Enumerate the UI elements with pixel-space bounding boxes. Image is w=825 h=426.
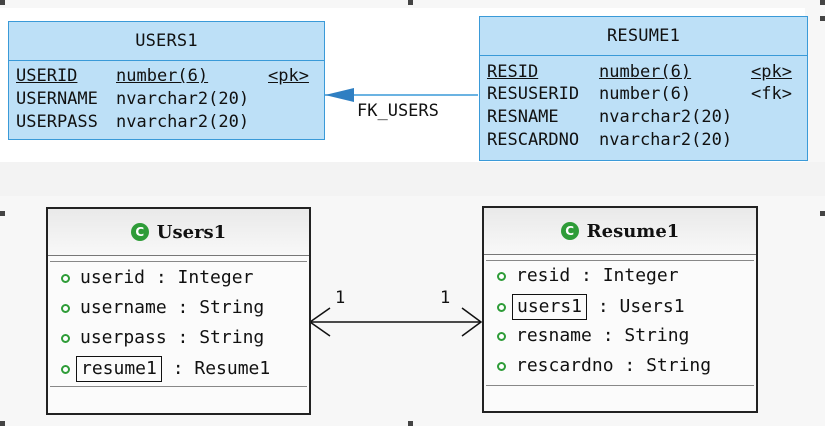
attr-sep: : — [145, 267, 178, 288]
field-icon — [497, 331, 506, 341]
er-resume1-col-name: RESUSERID — [487, 84, 580, 104]
er-table-users1-title: USERS1 — [9, 22, 324, 61]
edge-mark — [408, 0, 413, 5]
attr-type: Integer — [602, 265, 679, 286]
edge-mark — [0, 211, 5, 216]
er-resume1-col-type: number(6) — [599, 84, 692, 104]
attr-sep: : — [166, 327, 200, 348]
attr-name: userid — [80, 267, 146, 288]
attr-name: rescardno — [516, 355, 614, 376]
field-icon — [61, 303, 70, 313]
class-icon: C — [560, 222, 579, 240]
uml-class-users1-header: C Users1 — [48, 209, 309, 256]
edge-mark — [408, 421, 413, 426]
class-icon: C — [130, 223, 149, 241]
attr-type: String — [646, 355, 712, 376]
er-resume1-col-type: nvarchar2(20) — [599, 107, 733, 127]
er-table-users1[interactable]: USERS1 USERID number(6) <pk> USERNAME nv… — [8, 21, 325, 140]
fk-label: FK_USERS — [357, 101, 439, 121]
edge-mark — [0, 421, 5, 426]
multiplicity-left: 1 — [335, 288, 346, 308]
uml-attribute: userpass : String — [61, 326, 264, 350]
uml-separator — [50, 261, 307, 262]
er-resume1-col-key: <fk> — [751, 84, 792, 104]
multiplicity-right: 1 — [440, 288, 451, 308]
er-users1-col-name: USERNAME — [16, 89, 98, 109]
attr-sep: : — [613, 355, 647, 376]
field-icon — [61, 273, 70, 283]
attr-type: String — [624, 325, 690, 346]
er-resume1-col-type: nvarchar2(20) — [599, 130, 733, 150]
uml-attribute: resid : Integer — [497, 264, 679, 288]
er-users1-col-name: USERID — [16, 66, 78, 86]
er-resume1-col-key: <pk> — [751, 62, 792, 82]
uml-separator — [50, 386, 307, 387]
field-icon — [497, 302, 506, 312]
uml-attribute: resume1 : Resume1 — [61, 356, 270, 382]
uml-attribute: resname : String — [497, 324, 689, 348]
attr-name: resname — [516, 325, 592, 346]
edge-mark — [0, 0, 5, 5]
attr-sep: : — [166, 297, 200, 318]
er-table-resume1[interactable]: RESUME1 RESID number(6) <pk> RESUSERID n… — [479, 16, 808, 161]
edge-mark — [820, 0, 825, 5]
uml-class-users1[interactable]: C Users1 userid : Integer username : Str… — [46, 207, 311, 415]
association-arrow-right — [461, 307, 483, 337]
field-icon — [61, 364, 70, 374]
fk-arrowhead — [325, 88, 354, 102]
attr-type: String — [199, 297, 265, 318]
field-icon — [61, 333, 70, 343]
attr-name-highlighted: resume1 — [76, 356, 162, 382]
er-resume1-col-type: number(6) — [599, 62, 692, 82]
edge-mark — [820, 211, 825, 216]
attr-name: username — [80, 297, 167, 318]
attr-name: userpass — [80, 327, 167, 348]
attr-sep: : — [570, 265, 603, 286]
uml-class-resume1-header: C Resume1 — [484, 208, 756, 255]
attr-sep: : — [591, 325, 625, 346]
er-users1-col-key: <pk> — [268, 66, 309, 86]
uml-class-resume1-title: Resume1 — [586, 220, 680, 242]
uml-attribute: username : String — [61, 296, 264, 320]
attr-name-highlighted: users1 — [512, 294, 588, 320]
field-icon — [497, 271, 506, 281]
attr-type: Resume1 — [194, 358, 271, 379]
edge-mark — [820, 16, 825, 21]
er-users1-col-type: nvarchar2(20) — [116, 89, 250, 109]
uml-attribute: users1 : Users1 — [497, 294, 685, 320]
attr-sep: : — [161, 358, 195, 379]
field-icon — [497, 361, 506, 371]
attr-sep: : — [587, 296, 620, 317]
attr-type: String — [199, 327, 265, 348]
uml-attribute: userid : Integer — [61, 266, 253, 290]
er-users1-col-name: USERPASS — [16, 112, 98, 132]
attr-type: Integer — [177, 267, 254, 288]
er-users1-col-type: number(6) — [116, 66, 209, 86]
er-users1-col-type: nvarchar2(20) — [116, 112, 250, 132]
er-table-resume1-title: RESUME1 — [480, 17, 807, 56]
uml-class-resume1[interactable]: C Resume1 resid : Integer users1 : Users… — [482, 206, 758, 413]
er-resume1-col-name: RESID — [487, 62, 539, 82]
attr-name: resid — [516, 265, 571, 286]
er-resume1-col-name: RESCARDNO — [487, 130, 580, 150]
attr-type: Users1 — [619, 296, 685, 317]
uml-separator — [486, 385, 754, 386]
uml-separator — [486, 260, 754, 261]
uml-attribute: rescardno : String — [497, 354, 711, 378]
er-resume1-col-name: RESNAME — [487, 107, 559, 127]
uml-class-users1-title: Users1 — [156, 221, 227, 243]
